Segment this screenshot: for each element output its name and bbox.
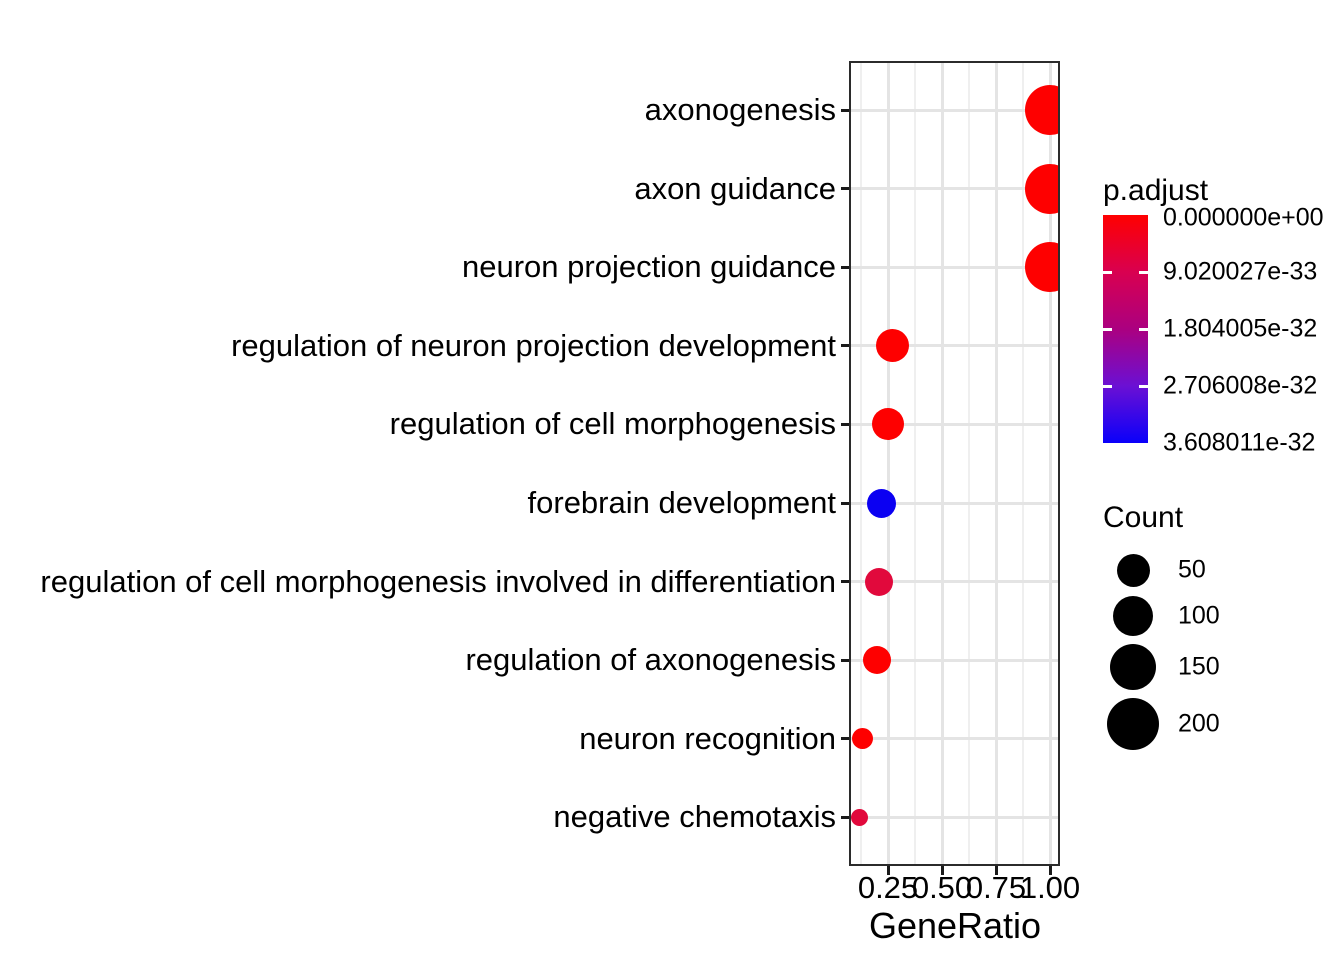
data-dot [872,408,904,441]
grid-line-major-horizontal [850,815,1059,819]
x-axis-title: GeneRatio [868,905,1042,946]
category-label: axon guidance [634,170,836,206]
category-label: neuron projection guidance [462,249,836,285]
colorbar-tick-mark [1139,384,1148,388]
x-axis-tick [1048,866,1052,875]
colorbar-tick-mark [1103,384,1112,388]
grid-line-major-horizontal [850,187,1059,191]
y-axis-tick [841,501,850,505]
size-legend-dot [1113,596,1153,636]
size-legend-label: 200 [1178,709,1220,738]
category-label: negative chemotaxis [553,799,836,835]
colorbar-tick-mark [1103,270,1112,274]
y-axis-tick [841,344,850,348]
colorbar-tick-mark [1103,327,1112,331]
grid-line-major-horizontal [850,580,1059,584]
x-axis-tick-label: 0.75 [965,870,1027,905]
size-legend-label: 150 [1178,652,1220,681]
y-axis-tick [841,108,850,112]
grid-line-major-vertical [1048,62,1052,865]
data-dot [851,808,869,826]
y-axis-tick [841,265,850,269]
colorbar-tick-label: 2.706008e-32 [1163,371,1318,400]
size-legend-label: 50 [1178,555,1206,584]
data-dot [1025,85,1059,135]
colorbar-tick-mark [1139,327,1148,331]
color-legend-title: p.adjust [1103,174,1209,207]
data-dot [867,488,897,518]
y-axis-tick [841,187,850,191]
grid-line-major-horizontal [850,501,1059,505]
size-legend-label: 100 [1178,601,1220,630]
data-dot [1025,242,1059,293]
size-legend-title: Count [1103,501,1184,534]
data-dot [1025,163,1059,214]
category-label: regulation of axonogenesis [465,642,836,678]
category-label: regulation of neuron projection developm… [231,327,836,363]
grid-line-major-horizontal [850,737,1059,741]
y-axis-tick [841,737,850,741]
category-label: axonogenesis [644,91,836,127]
data-dot [875,329,909,363]
data-dot [863,646,892,675]
data-dot [865,567,894,596]
p-adjust-colorbar [1103,215,1148,443]
x-axis-tick [886,866,890,875]
grid-line-major-vertical [994,62,998,865]
x-axis-tick-label: 0.25 [857,870,919,905]
x-axis-tick [940,866,944,875]
colorbar-tick-label: 0.000000e+00 [1163,203,1324,232]
grid-line-minor-vertical [968,62,970,865]
data-dot [851,728,873,750]
y-axis-tick [841,580,850,584]
x-axis-tick [994,866,998,875]
x-axis-tick-label: 0.50 [911,870,973,905]
grid-line-major-horizontal [850,344,1059,348]
y-axis-tick [841,815,850,819]
size-legend-dot [1116,553,1150,587]
x-axis-tick-label: 1.00 [1019,870,1081,905]
grid-line-major-horizontal [850,265,1059,269]
plot-panel [850,62,1059,865]
grid-line-major-horizontal [850,658,1059,662]
y-axis-tick [841,422,850,426]
grid-line-major-vertical [940,62,944,865]
grid-line-major-horizontal [850,422,1059,426]
y-axis-tick [841,658,850,662]
category-label: regulation of cell morphogenesis involve… [40,563,836,599]
grid-line-minor-vertical [914,62,916,865]
colorbar-tick-label: 1.804005e-32 [1163,314,1318,343]
size-legend-dot [1107,698,1159,750]
grid-line-major-vertical [886,62,890,865]
grid-line-major-horizontal [850,108,1059,112]
colorbar-tick-label: 3.608011e-32 [1163,428,1316,457]
colorbar-tick-label: 9.020027e-33 [1163,257,1318,286]
category-label: neuron recognition [579,720,836,756]
category-label: regulation of cell morphogenesis [389,406,836,442]
grid-line-minor-vertical [1022,62,1024,865]
grid-line-minor-vertical [860,62,862,865]
size-legend-dot [1110,644,1156,690]
colorbar-tick-mark [1139,270,1148,274]
category-label: forebrain development [527,484,836,520]
